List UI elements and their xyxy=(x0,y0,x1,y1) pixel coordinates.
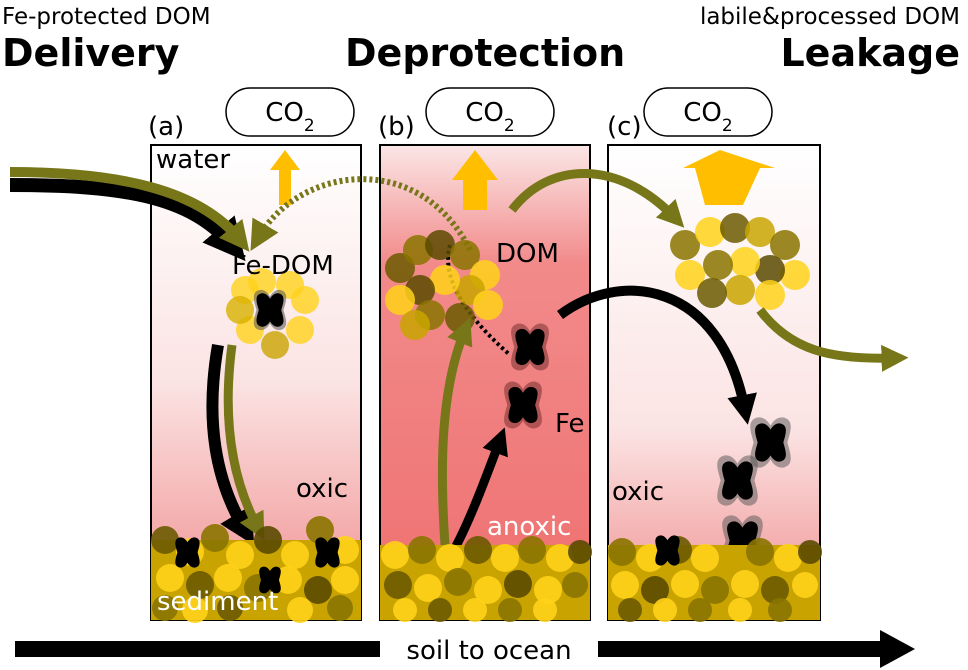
panel-a-letter: (a) xyxy=(148,112,184,142)
co2-release-arrow-b xyxy=(452,150,498,210)
inflow-olive-arrow xyxy=(9,167,250,252)
settle-black-arrow xyxy=(206,343,255,546)
panel-b-letter: (b) xyxy=(378,112,415,142)
dotted-return-arrow xyxy=(250,176,473,252)
co2-cloud-a: CO2 xyxy=(225,87,355,137)
fe-label: Fe xyxy=(555,409,585,439)
oxic-label-c: oxic xyxy=(612,477,664,507)
panel-c-letter: (c) xyxy=(607,112,642,142)
water-label: water xyxy=(156,145,230,175)
co2-label-a: CO2 xyxy=(265,98,314,136)
fe-transport-arrow xyxy=(557,285,757,425)
sediment-b xyxy=(380,536,592,622)
leak-dom-arrow xyxy=(508,168,685,228)
oxic-label-a: oxic xyxy=(296,474,348,504)
release-dom-arrow xyxy=(437,317,473,546)
inflow-black-arrow xyxy=(9,178,246,262)
co2-label-c: CO2 xyxy=(683,98,732,136)
co2-release-arrow-c xyxy=(683,150,775,205)
deprotection-title: Deprotection xyxy=(345,31,625,75)
co2-cloud-c: CO2 xyxy=(643,87,773,137)
fe-dom-cluster xyxy=(226,268,319,359)
outflow-olive-arrow xyxy=(756,307,909,372)
leakage-title: Leakage xyxy=(780,31,960,75)
co2-release-arrow-a xyxy=(270,150,300,205)
sediment-a xyxy=(151,516,361,623)
sediment-c xyxy=(608,535,822,622)
dom-cluster-c xyxy=(670,213,810,310)
sediment-label: sediment xyxy=(157,587,278,617)
fe-dom-label: Fe-DOM xyxy=(232,251,334,281)
release-fe-arrow xyxy=(451,427,508,551)
soil-to-ocean-axis: soil to ocean xyxy=(15,630,915,668)
co2-label-b: CO2 xyxy=(465,98,514,136)
right-subtitle: labile&processed DOM xyxy=(700,4,960,30)
delivery-title: Delivery xyxy=(2,31,180,75)
dom-label: DOM xyxy=(496,239,559,269)
left-subtitle: Fe-protected DOM xyxy=(2,4,211,30)
co2-cloud-b: CO2 xyxy=(425,87,555,137)
anoxic-label: anoxic xyxy=(487,512,571,542)
axis-label: soil to ocean xyxy=(406,636,571,666)
settle-olive-arrow xyxy=(223,344,265,540)
